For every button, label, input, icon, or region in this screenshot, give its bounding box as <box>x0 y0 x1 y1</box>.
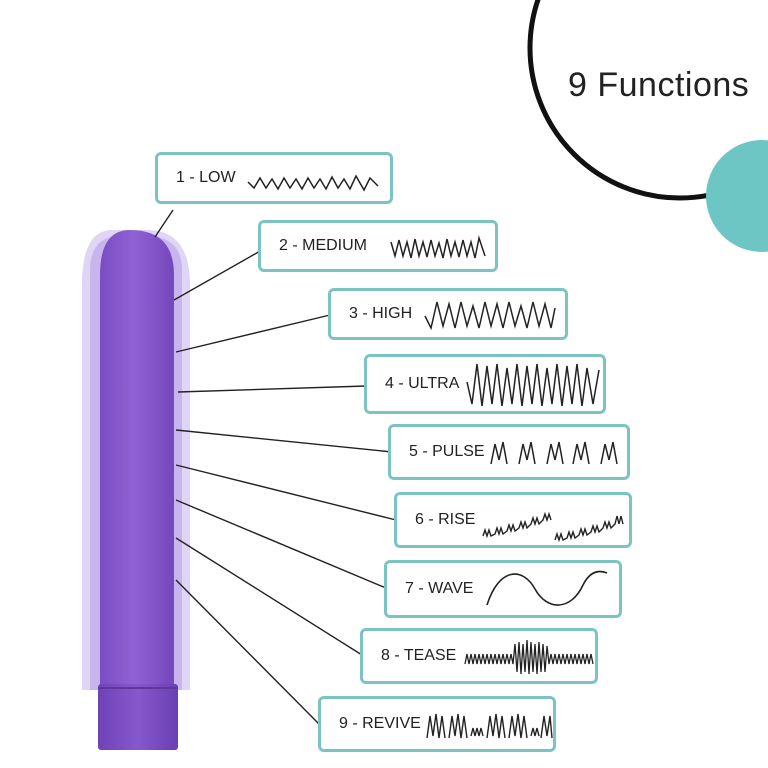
function-box-revive: 9 - REVIVE <box>318 696 556 752</box>
decor-teal-circle <box>706 140 768 252</box>
low-zigzag-wave-icon <box>247 174 379 192</box>
function-label-revive: 9 - REVIVE <box>339 715 421 732</box>
leader-line-3 <box>175 314 331 353</box>
function-label-high: 3 - HIGH <box>349 305 413 322</box>
function-label-wave: 7 - WAVE <box>405 580 474 597</box>
leader-lines <box>154 209 397 726</box>
function-label-low: 1 - LOW <box>176 169 236 186</box>
medium-zigzag-wave-icon <box>390 235 486 259</box>
function-box-medium: 2 - MEDIUM <box>258 220 498 272</box>
ultra-zigzag-wave-icon <box>466 363 600 407</box>
pulse-wave-icon <box>490 441 618 465</box>
product-body <box>100 230 174 688</box>
function-label-medium: 2 - MEDIUM <box>279 237 367 254</box>
leader-line-4 <box>177 385 367 393</box>
function-label-rise: 6 - RISE <box>415 511 476 528</box>
function-box-pulse: 5 - PULSE <box>388 424 630 480</box>
leader-line-9 <box>175 579 321 726</box>
decor-black-ring <box>527 0 768 201</box>
function-label-tease: 8 - TEASE <box>381 647 457 664</box>
tease-wave-icon <box>464 639 594 675</box>
function-box-wave: 7 - WAVE <box>384 560 622 618</box>
leader-line-6 <box>175 464 397 521</box>
leader-line-1 <box>154 209 174 238</box>
leader-line-5 <box>175 429 393 453</box>
function-box-low: 1 - LOW <box>155 152 393 204</box>
function-box-rise: 6 - RISE <box>394 492 632 548</box>
function-label-ultra: 4 - ULTRA <box>385 375 460 392</box>
function-box-ultra: 4 - ULTRA <box>364 354 606 414</box>
revive-wave-icon <box>426 713 553 739</box>
product-base-cap <box>98 684 178 750</box>
high-zigzag-wave-icon <box>424 301 556 331</box>
leader-line-7 <box>175 499 387 589</box>
leader-line-8 <box>175 537 363 656</box>
function-box-tease: 8 - TEASE <box>360 628 598 684</box>
leader-line-2 <box>173 249 263 301</box>
page-title: 9 Functions <box>568 66 750 104</box>
rise-wave-icon <box>482 511 624 543</box>
function-box-high: 3 - HIGH <box>328 288 568 340</box>
sine-wave-icon <box>486 570 608 606</box>
function-label-pulse: 5 - PULSE <box>409 443 485 460</box>
